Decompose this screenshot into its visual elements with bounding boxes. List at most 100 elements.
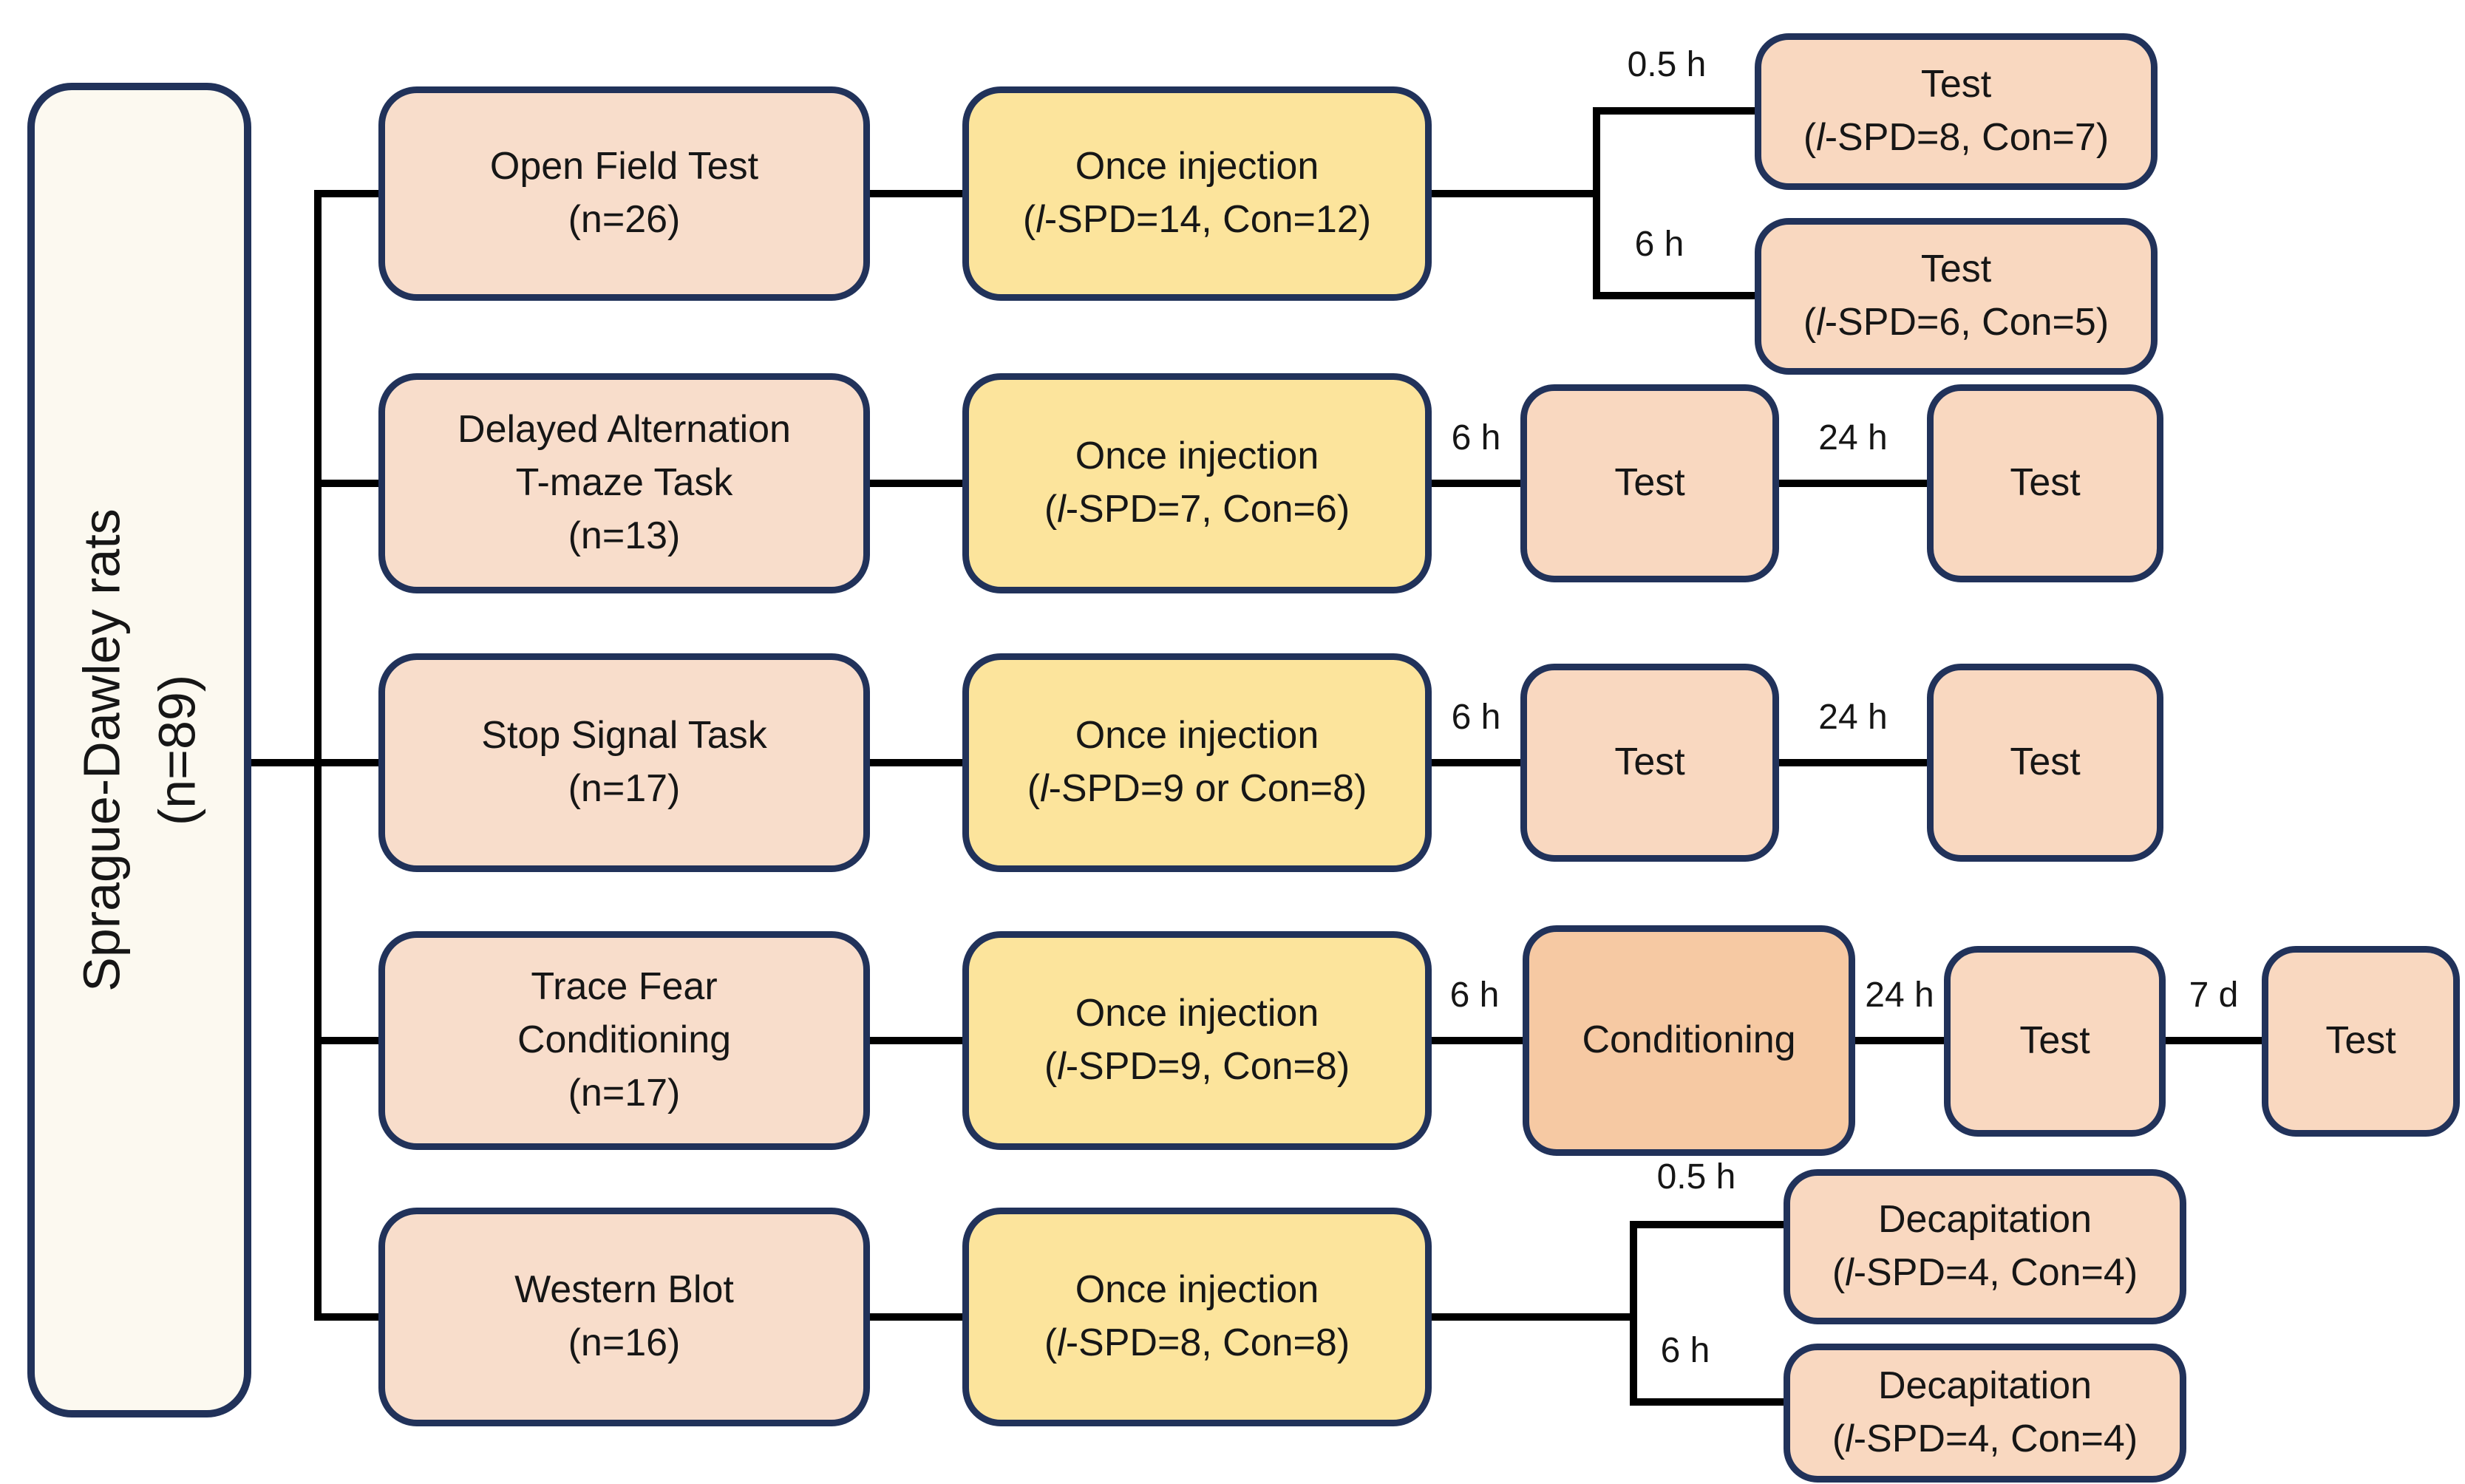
italic-l: l [1040, 767, 1049, 810]
row5-branch-bottom-line [1633, 1398, 1784, 1406]
test-title: Test [2325, 1019, 2396, 1063]
row1-branch-top-line [1597, 107, 1755, 115]
italic-l: l [1057, 1045, 1066, 1088]
row3-step1-line [1432, 759, 1520, 766]
decapitation-box-bottom: Decapitation (l-SPD=4, Con=4) [1784, 1344, 2186, 1483]
row5-stub-line [318, 1313, 381, 1321]
paren: ( [1832, 1251, 1846, 1294]
italic-l: l [1036, 198, 1044, 241]
italic-l: l [1845, 1251, 1854, 1294]
row4-time-label-1: 6 h [1449, 976, 1500, 1015]
test-box-row1-top: Test (l-SPD=8, Con=7) [1755, 33, 2158, 190]
injection-box-row5: Once injection (l-SPD=8, Con=8) [962, 1208, 1432, 1426]
test-title: Test [2010, 461, 2081, 505]
root-box-label: Sprague-Dawley rats (n=89) [64, 508, 214, 992]
row2-time-label-2: 24 h [1818, 418, 1888, 457]
row4-step2-line [1855, 1037, 1944, 1044]
decapitation-title: Decapitation [1877, 1198, 2092, 1242]
root-box-count: (n=89) [147, 674, 205, 826]
row2-time-label-1: 6 h [1451, 418, 1501, 457]
task-count: (n=17) [568, 767, 681, 810]
injection-params: (l-SPD=7, Con=6) [1044, 483, 1350, 537]
test-title: Test [1920, 63, 1992, 106]
task-title-line2: T-maze Task [515, 461, 733, 505]
test-box-row4-first: Test [1944, 946, 2166, 1137]
row4-stub-line [318, 1037, 381, 1044]
row5-branch-vertical-line [1630, 1221, 1637, 1406]
row5-injection-branch-line [1432, 1313, 1635, 1321]
conditioning-box: Conditioning [1523, 925, 1855, 1156]
params-rest: -SPD=7, Con=6) [1065, 488, 1350, 531]
trunk-horizontal-line [251, 759, 322, 766]
row2-step2-line [1779, 480, 1927, 487]
paren: ( [1044, 488, 1058, 531]
test-title: Test [1920, 248, 1992, 291]
params-rest: -SPD=14, Con=12) [1044, 198, 1372, 241]
row4-step1-line [1432, 1037, 1523, 1044]
task-box-trace-fear-conditioning: Trace Fear Conditioning (n=17) [378, 931, 870, 1150]
test-box-row3-first: Test [1520, 664, 1779, 862]
test-box-row1-bottom: Test (l-SPD=6, Con=5) [1755, 218, 2158, 375]
conditioning-title: Conditioning [1582, 1018, 1796, 1062]
injection-title: Once injection [1075, 714, 1319, 758]
task-count: (n=17) [568, 1071, 681, 1114]
injection-box-row4: Once injection (l-SPD=9, Con=8) [962, 931, 1432, 1150]
row5-branch-top-line [1633, 1221, 1784, 1228]
task-count: (n=13) [568, 514, 681, 557]
row2-step1-line [1432, 480, 1520, 487]
task-title: Stop Signal Task [481, 714, 767, 758]
injection-title: Once injection [1075, 435, 1319, 478]
task-title-line1: Trace Fear [531, 965, 718, 1009]
italic-l: l [1057, 488, 1066, 531]
row1-time-label-bottom: 6 h [1634, 225, 1684, 264]
test-title: Test [1614, 461, 1685, 505]
task-title: Western Blot [514, 1268, 734, 1312]
italic-l: l [1057, 1321, 1066, 1364]
task-title-line1: Delayed Alternation [458, 408, 791, 452]
decapitation-box-top: Decapitation (l-SPD=4, Con=4) [1784, 1169, 2186, 1324]
row3-time-label-2: 24 h [1818, 698, 1888, 737]
paren: ( [1044, 1321, 1058, 1364]
decapitation-title: Decapitation [1877, 1364, 2092, 1408]
row5-task-injection-line [870, 1313, 962, 1321]
task-box-stop-signal-task: Stop Signal Task (n=17) [378, 653, 870, 872]
test-box-row4-second: Test [2262, 946, 2460, 1137]
row3-time-label-1: 6 h [1451, 698, 1501, 737]
paren: ( [1044, 1045, 1058, 1088]
row3-step2-line [1779, 759, 1927, 766]
row5-time-label-bottom: 6 h [1660, 1331, 1710, 1370]
task-box-delayed-alternation-t-maze: Delayed Alternation T-maze Task (n=13) [378, 373, 870, 593]
row3-stub-line [318, 759, 381, 766]
test-title: Test [1614, 741, 1685, 784]
injection-params: (l-SPD=14, Con=12) [1023, 194, 1371, 247]
paren: ( [1022, 198, 1036, 241]
row4-step3-line [2166, 1037, 2262, 1044]
task-box-open-field-test: Open Field Test (n=26) [378, 86, 870, 301]
test-box-row2-second: Test [1927, 384, 2163, 582]
test-title: Test [2019, 1019, 2090, 1063]
paren: ( [1832, 1417, 1846, 1460]
test-title: Test [2010, 741, 2081, 784]
params-rest: -SPD=4, Con=4) [1853, 1417, 2138, 1460]
row1-branch-bottom-line [1597, 292, 1755, 299]
injection-params: (l-SPD=9, Con=8) [1044, 1041, 1350, 1094]
injection-params: (l-SPD=9 or Con=8) [1027, 763, 1367, 816]
row5-time-label-top: 0.5 h [1656, 1157, 1736, 1197]
italic-l: l [1816, 301, 1825, 344]
root-box-title: Sprague-Dawley rats [72, 508, 130, 992]
injection-title: Once injection [1075, 1268, 1319, 1312]
test-params: (l-SPD=6, Con=5) [1803, 296, 2109, 350]
task-title-line2: Conditioning [517, 1018, 732, 1062]
paren: ( [1803, 116, 1817, 159]
test-box-row2-first: Test [1520, 384, 1779, 582]
injection-params: (l-SPD=8, Con=8) [1044, 1317, 1350, 1370]
params-rest: -SPD=8, Con=7) [1824, 116, 2109, 159]
decapitation-params: (l-SPD=4, Con=4) [1832, 1247, 2138, 1300]
trunk-vertical-line [314, 190, 322, 1321]
params-rest: -SPD=9, Con=8) [1065, 1045, 1350, 1088]
paren: ( [1803, 301, 1817, 344]
params-rest: -SPD=6, Con=5) [1824, 301, 2109, 344]
italic-l: l [1845, 1417, 1854, 1460]
test-box-row3-second: Test [1927, 664, 2163, 862]
